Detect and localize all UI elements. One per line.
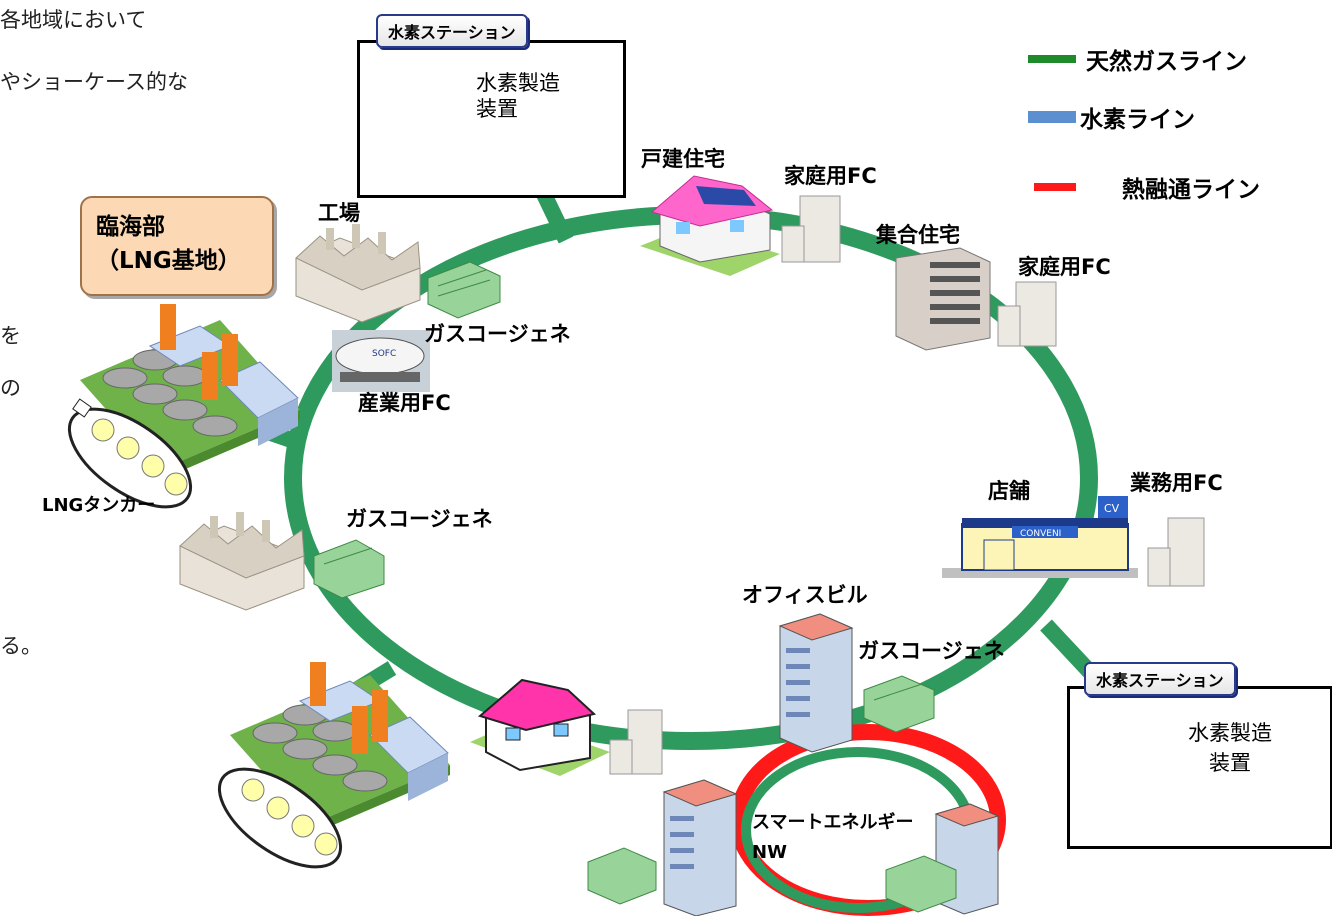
station-top-device-line1: 水素製造 <box>476 71 560 95</box>
label-household-fc-1: 家庭用FC <box>784 164 877 188</box>
legend-hydrogen: 水素ライン <box>1028 100 1195 134</box>
household-fc-top-icon <box>781 195 841 263</box>
label-factory: 工場 <box>318 201 360 225</box>
label-industrial-fc: 産業用FC <box>358 391 451 415</box>
label-smart-line1: スマートエネルギー <box>752 812 914 833</box>
factory-lower-icon <box>179 512 305 611</box>
gas-cogen-lower-icon <box>313 539 385 599</box>
lng-base-lower <box>217 662 450 869</box>
clipped-text-line3: を <box>0 324 21 348</box>
detached-house-top-icon <box>640 175 780 276</box>
branch-station-top <box>534 186 574 244</box>
label-detached-house: 戸建住宅 <box>641 147 725 171</box>
lng-base-upper <box>67 304 300 509</box>
store-icon: CONVENI CV <box>942 496 1138 578</box>
label-store: 店舗 <box>988 479 1030 503</box>
station-right-tag: 水素ステーション <box>1084 662 1236 696</box>
label-gas-cogen-1: ガスコージェネ <box>424 322 571 346</box>
station-right-device-label: 水素製造 装置 <box>1188 718 1272 778</box>
legend-label-gas: 天然ガスライン <box>1086 49 1247 75</box>
hydrogen-station-right <box>1067 686 1332 849</box>
legend-natural-gas: 天然ガスライン <box>1028 42 1247 76</box>
label-gas-cogen-2: ガスコージェネ <box>346 507 493 531</box>
rinkai-subtitle: （LNG基地） <box>96 248 241 274</box>
industrial-fc-icon: SOFC <box>332 330 430 392</box>
station-top-device-label: 水素製造 装置 <box>476 70 560 122</box>
label-household-fc-2: 家庭用FC <box>1018 255 1111 279</box>
clipped-text-line4: の <box>0 376 21 400</box>
clipped-text-line1: 各地域において <box>0 8 147 32</box>
clipped-text-line5: る。 <box>0 634 42 658</box>
legend-swatch-gas <box>1028 55 1076 63</box>
legend-heat: 熱融通ライン <box>1034 170 1260 204</box>
rinkai-callout: 臨海部 （LNG基地） <box>80 196 274 296</box>
legend-label-heat: 熱融通ライン <box>1122 177 1260 203</box>
household-fc-apartment-icon <box>997 281 1057 347</box>
station-top-device-line2: 装置 <box>476 97 518 121</box>
hydrogen-station-top <box>357 40 626 198</box>
smart-cogen-right-icon <box>885 855 957 913</box>
legend-swatch-hydrogen <box>1028 111 1076 123</box>
label-office-building: オフィスビル <box>742 583 868 607</box>
detached-house-bottom-icon <box>470 678 610 776</box>
apartment-icon <box>895 247 991 351</box>
smart-building-left-icon <box>662 779 738 916</box>
gas-cogen-upper-icon <box>427 261 501 319</box>
smart-cogen-left-icon <box>587 847 657 905</box>
label-gas-cogen-3: ガスコージェネ <box>858 639 1005 663</box>
label-lng-tanker: LNGタンカー <box>42 495 156 516</box>
household-fc-bottom-icon <box>609 709 663 775</box>
cv-text: CV <box>1104 502 1120 515</box>
rinkai-title: 臨海部 <box>96 214 165 240</box>
clipped-text-line2: やショーケース的な <box>0 70 188 94</box>
commercial-fc-icon <box>1147 517 1205 587</box>
office-building-icon <box>778 613 854 753</box>
factory-upper-icon <box>295 224 421 323</box>
legend-label-hydrogen: 水素ライン <box>1080 107 1195 133</box>
label-commercial-fc: 業務用FC <box>1130 471 1223 495</box>
branch-station-right <box>1040 619 1096 678</box>
conveni-text: CONVENI <box>1020 529 1061 539</box>
station-top-tag: 水素ステーション <box>376 14 528 48</box>
label-apartment: 集合住宅 <box>876 223 960 247</box>
station-right-device-line1: 水素製造 <box>1188 721 1272 745</box>
gas-cogen-office-icon <box>863 675 935 733</box>
label-smart-energy-nw: スマートエネルギー NW <box>752 808 913 868</box>
label-smart-line2: NW <box>752 842 787 863</box>
station-right-device-line2: 装置 <box>1209 751 1251 775</box>
sofc-text: SOFC <box>372 349 396 359</box>
legend-swatch-heat <box>1034 183 1076 191</box>
